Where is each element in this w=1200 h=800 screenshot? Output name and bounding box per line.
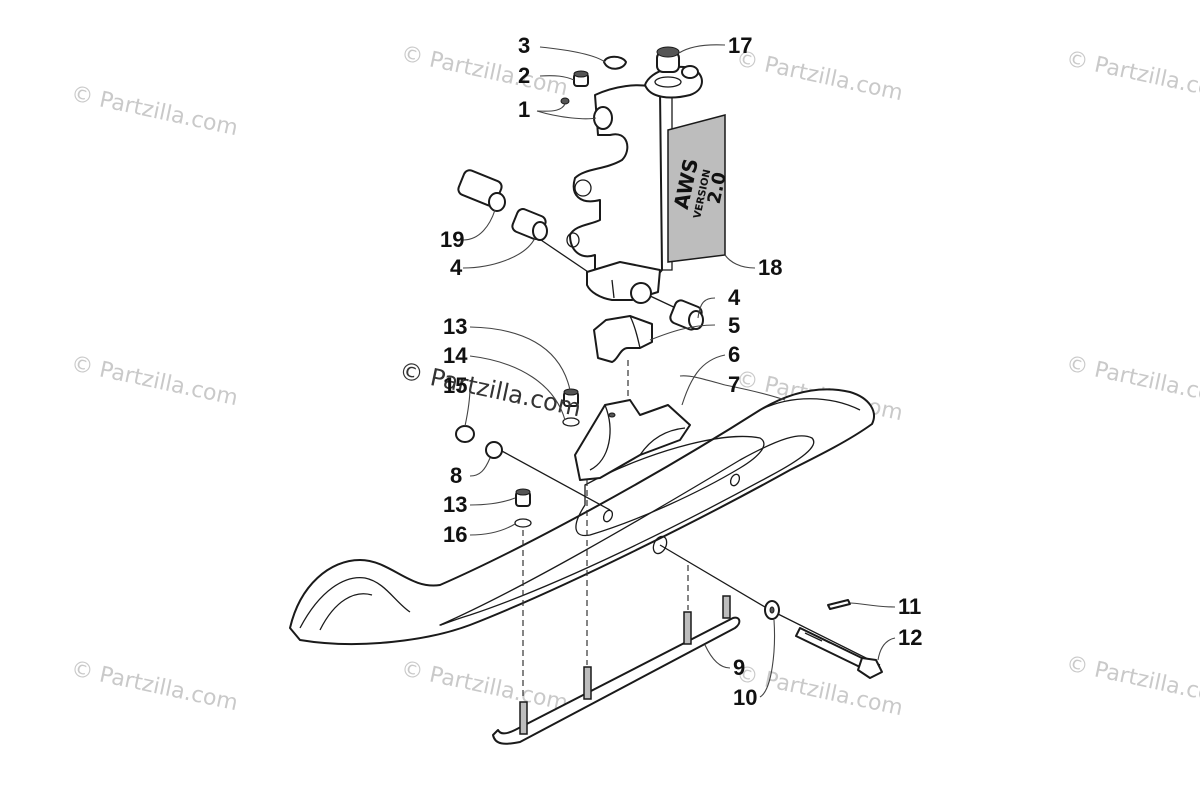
callout-17: 17 <box>728 33 752 58</box>
lower-clamp <box>586 261 661 304</box>
callout-6: 6 <box>728 342 740 367</box>
callout-19: 19 <box>440 227 464 252</box>
callout-5: 5 <box>728 313 740 338</box>
callout-11: 11 <box>898 594 921 619</box>
callout-2: 2 <box>518 63 530 88</box>
watermark: © Partzilla.com <box>734 46 905 106</box>
callout-13-bottom: 13 <box>443 492 467 517</box>
bracket <box>593 315 653 363</box>
callout-8: 8 <box>450 463 462 488</box>
callout-4-right: 4 <box>728 285 741 310</box>
watermark: © Partzilla.com <box>399 656 570 716</box>
callout-14: 14 <box>443 343 468 368</box>
callout-10: 10 <box>733 685 757 710</box>
wear-bar <box>492 595 741 745</box>
callout-15: 15 <box>443 373 467 398</box>
watermark: © Partzilla.com <box>399 41 570 101</box>
cap-plug <box>644 46 703 99</box>
ski <box>289 388 875 646</box>
watermark: © Partzilla.com <box>69 351 240 411</box>
watermark: © Partzilla.com <box>1064 651 1200 711</box>
watermark: © Partzilla.com <box>1064 351 1200 411</box>
assembly-lines <box>499 237 881 700</box>
bushings <box>457 169 704 331</box>
callout-7: 7 <box>728 372 740 397</box>
callout-3: 3 <box>518 33 530 58</box>
watermark: © Partzilla.com <box>1064 46 1200 106</box>
watermark: © Partzilla.com <box>69 81 240 141</box>
watermark: © Partzilla.com <box>69 656 240 716</box>
callout-18: 18 <box>758 255 782 280</box>
callout-9: 9 <box>733 655 745 680</box>
callout-12: 12 <box>898 625 922 650</box>
callout-16: 16 <box>443 522 467 547</box>
bolt-and-pin <box>795 599 883 679</box>
leader-lines <box>462 44 896 698</box>
callout-13-top: 13 <box>443 314 467 339</box>
callout-4-left: 4 <box>450 255 463 280</box>
spindle <box>574 399 691 481</box>
spindle-housing <box>566 84 673 286</box>
hardware <box>455 55 780 620</box>
watermark-overlay: © Partzilla.com <box>397 356 584 422</box>
callout-labels: 3 2 1 17 19 4 18 4 5 13 6 14 7 15 8 13 1… <box>440 33 922 710</box>
callout-1: 1 <box>518 97 530 122</box>
decal: AWS VERSION 2.0 <box>667 114 731 263</box>
